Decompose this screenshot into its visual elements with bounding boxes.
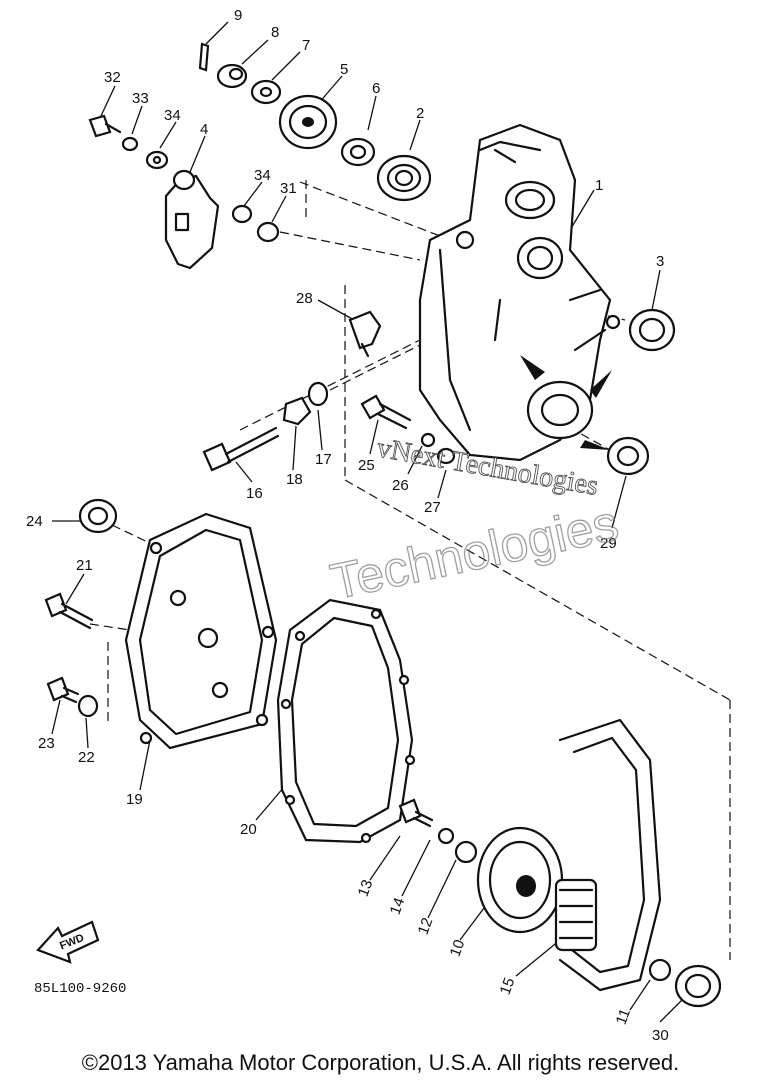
part-label-34-top: 34 [164,107,181,124]
forward-arrow-icon: FWD [36,920,100,964]
part-label-18: 18 [286,471,303,488]
part-label-23: 23 [38,735,55,752]
part-label-15: 15 [497,975,519,996]
part-label-11: 11 [613,1006,634,1026]
part-label-21: 21 [76,557,93,574]
part-label-26: 26 [392,477,409,494]
chain-case-housing [418,123,621,462]
part-label-7: 7 [302,37,310,54]
part-label-2: 2 [416,105,424,122]
part-label-33: 33 [132,90,149,107]
part-label-17: 17 [315,451,332,468]
part-label-10: 10 [447,937,469,958]
part-label-5: 5 [340,61,348,78]
part-label-30: 30 [652,1027,669,1044]
part-label-9: 9 [234,7,242,24]
part-label-8: 8 [271,24,279,41]
part-label-29: 29 [600,535,617,552]
part-label-4: 4 [200,121,208,138]
assembly-guide-lines [89,180,731,960]
part-label-1: 1 [595,177,603,194]
diagram-code: 85L100-9260 [34,981,126,997]
part-label-31: 31 [280,180,297,197]
part-label-6: 6 [372,80,380,97]
part-label-19: 19 [126,791,143,808]
part-label-28: 28 [296,290,313,307]
watermark-line-2: Technologies [326,495,623,610]
part-label-22: 22 [78,749,95,766]
lower-drive-parts [398,718,722,1008]
part-label-16: 16 [246,485,263,502]
copyright-notice: ©2013 Yamaha Motor Corporation, U.S.A. A… [81,1050,680,1075]
part-number-labels: 9 8 7 5 6 2 1 3 4 32 33 34 34 31 28 16 1… [26,7,669,1044]
leader-lines [51,21,683,1023]
left-fasteners [44,498,118,718]
part-label-27: 27 [424,499,441,516]
part-label-20: 20 [240,821,257,838]
part-label-32: 32 [104,69,121,86]
part-label-25: 25 [358,457,375,474]
top-small-parts [88,42,676,358]
chain-case-cover [124,512,278,750]
part-label-14: 14 [387,895,409,916]
part-label-24: 24 [26,513,43,530]
part-label-3: 3 [656,253,664,270]
part-label-12: 12 [415,915,437,936]
part-label-34-lower: 34 [254,167,271,184]
middle-fasteners [202,381,650,476]
part-label-13: 13 [355,877,377,898]
cover-gasket [276,598,416,844]
